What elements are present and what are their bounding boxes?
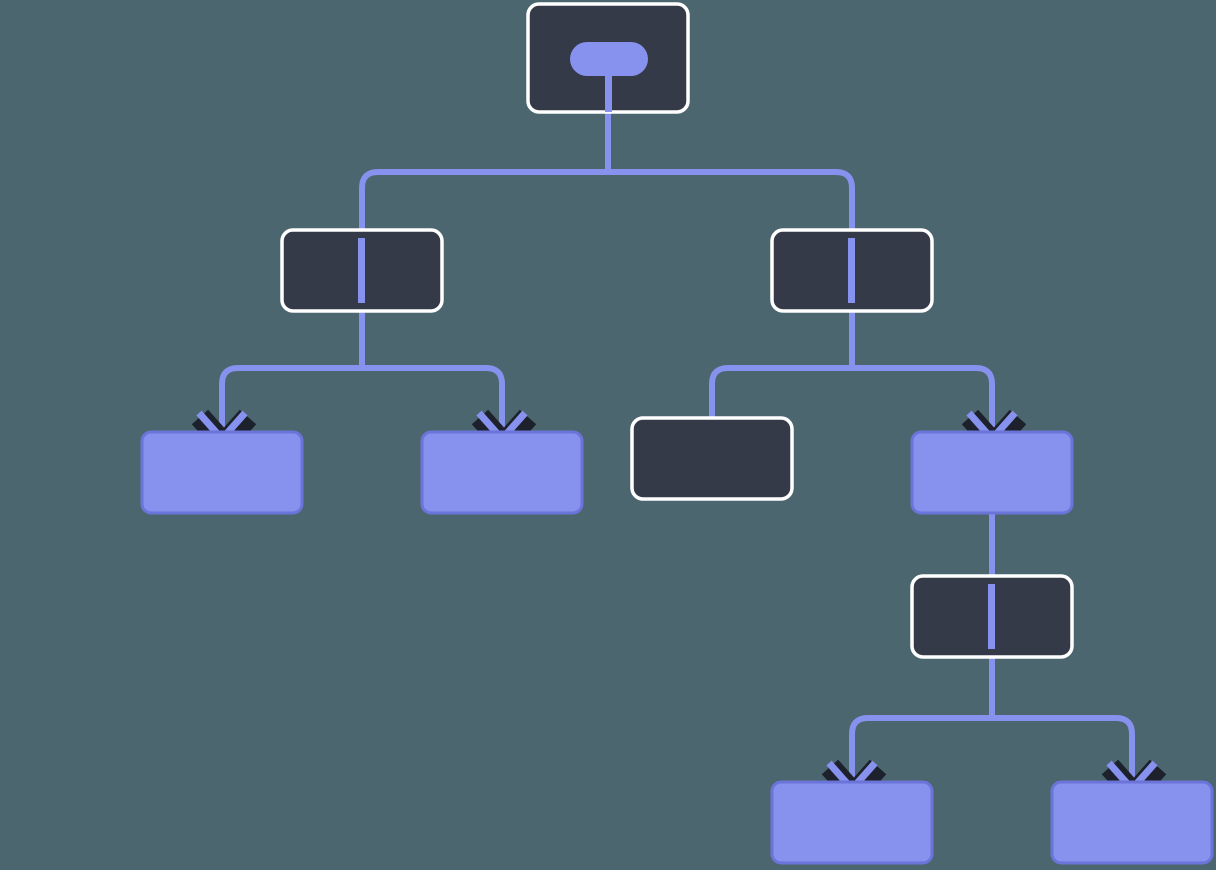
node-l5-a-box[interactable] [770,780,934,865]
edge-l2right-c [709,365,852,418]
edge-l4a-a [849,715,992,787]
node-l4-a[interactable] [910,574,1074,659]
node-l3-b[interactable] [420,430,584,515]
edge-l2left-b [362,365,505,437]
edge-l2left-a [219,365,362,437]
node-layer [140,2,1214,865]
node-l3-d[interactable] [910,430,1074,515]
edge-l4a-b [992,715,1135,787]
node-l3-d-box[interactable] [910,430,1074,515]
node-l3-c-box[interactable] [630,416,794,501]
node-l3-b-box[interactable] [420,430,584,515]
node-l3-a-box[interactable] [140,430,304,515]
node-l3-c[interactable] [630,416,794,501]
edge-root-left [359,169,608,311]
edge-l2right-d [852,365,995,437]
node-l5-b[interactable] [1050,780,1214,865]
node-root[interactable] [526,2,690,114]
node-l5-b-box[interactable] [1050,780,1214,865]
node-l5-a[interactable] [770,780,934,865]
node-l4-a-bar [988,584,995,649]
node-root-pill-icon [570,42,648,76]
node-l3-a[interactable] [140,430,304,515]
node-l2-left[interactable] [280,228,444,313]
node-l2-left-bar [358,238,365,303]
node-root-stem [605,73,612,112]
node-l2-right[interactable] [770,228,934,313]
node-l2-right-bar [848,238,855,303]
edge-root-right [608,169,855,311]
